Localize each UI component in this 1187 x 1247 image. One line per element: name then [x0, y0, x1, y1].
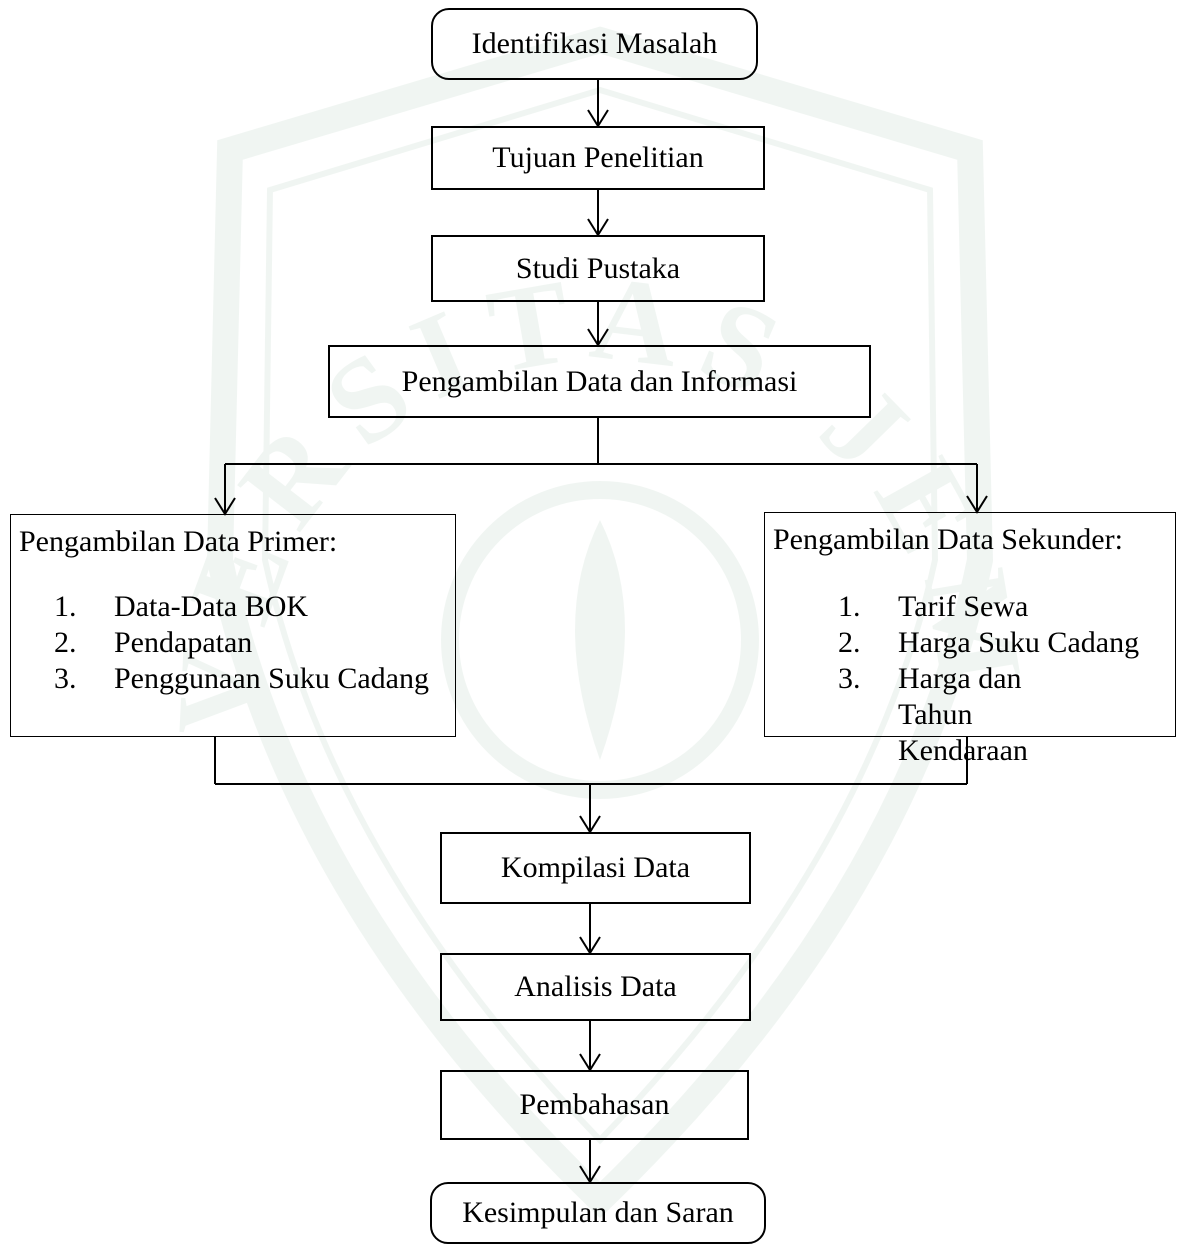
node-label: Kesimpulan dan Saran — [462, 1196, 734, 1229]
node-label: Pengambilan Data dan Informasi — [401, 364, 798, 398]
node-label: Kompilasi Data — [500, 851, 691, 884]
node-kesimpulan-saran: Kesimpulan dan Saran — [430, 1182, 766, 1244]
list-item: 1.Tarif Sewa — [838, 590, 1029, 623]
node-label: Analisis Data — [514, 970, 677, 1003]
node-identifikasi-masalah: Identifikasi Masalah — [431, 8, 758, 80]
list-item: 1.Data-Data BOK — [54, 590, 309, 623]
node-data-sekunder: Pengambilan Data Sekunder: 1.Tarif Sewa … — [764, 512, 1176, 767]
list-heading: Pengambilan Data Sekunder: — [773, 523, 1123, 556]
node-label: Identifikasi Masalah — [471, 27, 718, 60]
node-pembahasan: Pembahasan — [440, 1070, 749, 1140]
node-label: Pembahasan — [519, 1088, 670, 1121]
list: 1.Tarif Sewa 2.Harga Suku Cadang 3.Harga… — [838, 589, 1173, 769]
list-item: 2.Harga Suku Cadang — [838, 626, 1140, 659]
node-pengambilan-data: Pengambilan Data dan Informasi — [328, 345, 871, 418]
list-heading: Pengambilan Data Primer: — [19, 525, 338, 558]
node-kompilasi-data: Kompilasi Data — [440, 832, 751, 904]
node-analisis-data: Analisis Data — [440, 953, 751, 1021]
node-label: Studi Pustaka — [515, 251, 681, 285]
list-item: 3.Penggunaan Suku Cadang — [54, 662, 429, 695]
node-studi-pustaka: Studi Pustaka — [431, 235, 765, 302]
list-item: 2.Pendapatan — [54, 626, 253, 659]
list: 1.Data-Data BOK 2.Pendapatan 3.Penggunaa… — [54, 589, 454, 697]
node-label: Tujuan Penelitian — [492, 141, 704, 174]
list-item: 3.Harga dan Tahun Kendaraan — [838, 662, 1028, 767]
node-tujuan-penelitian: Tujuan Penelitian — [431, 126, 765, 190]
node-data-primer: Pengambilan Data Primer: 1.Data-Data BOK… — [10, 514, 456, 737]
